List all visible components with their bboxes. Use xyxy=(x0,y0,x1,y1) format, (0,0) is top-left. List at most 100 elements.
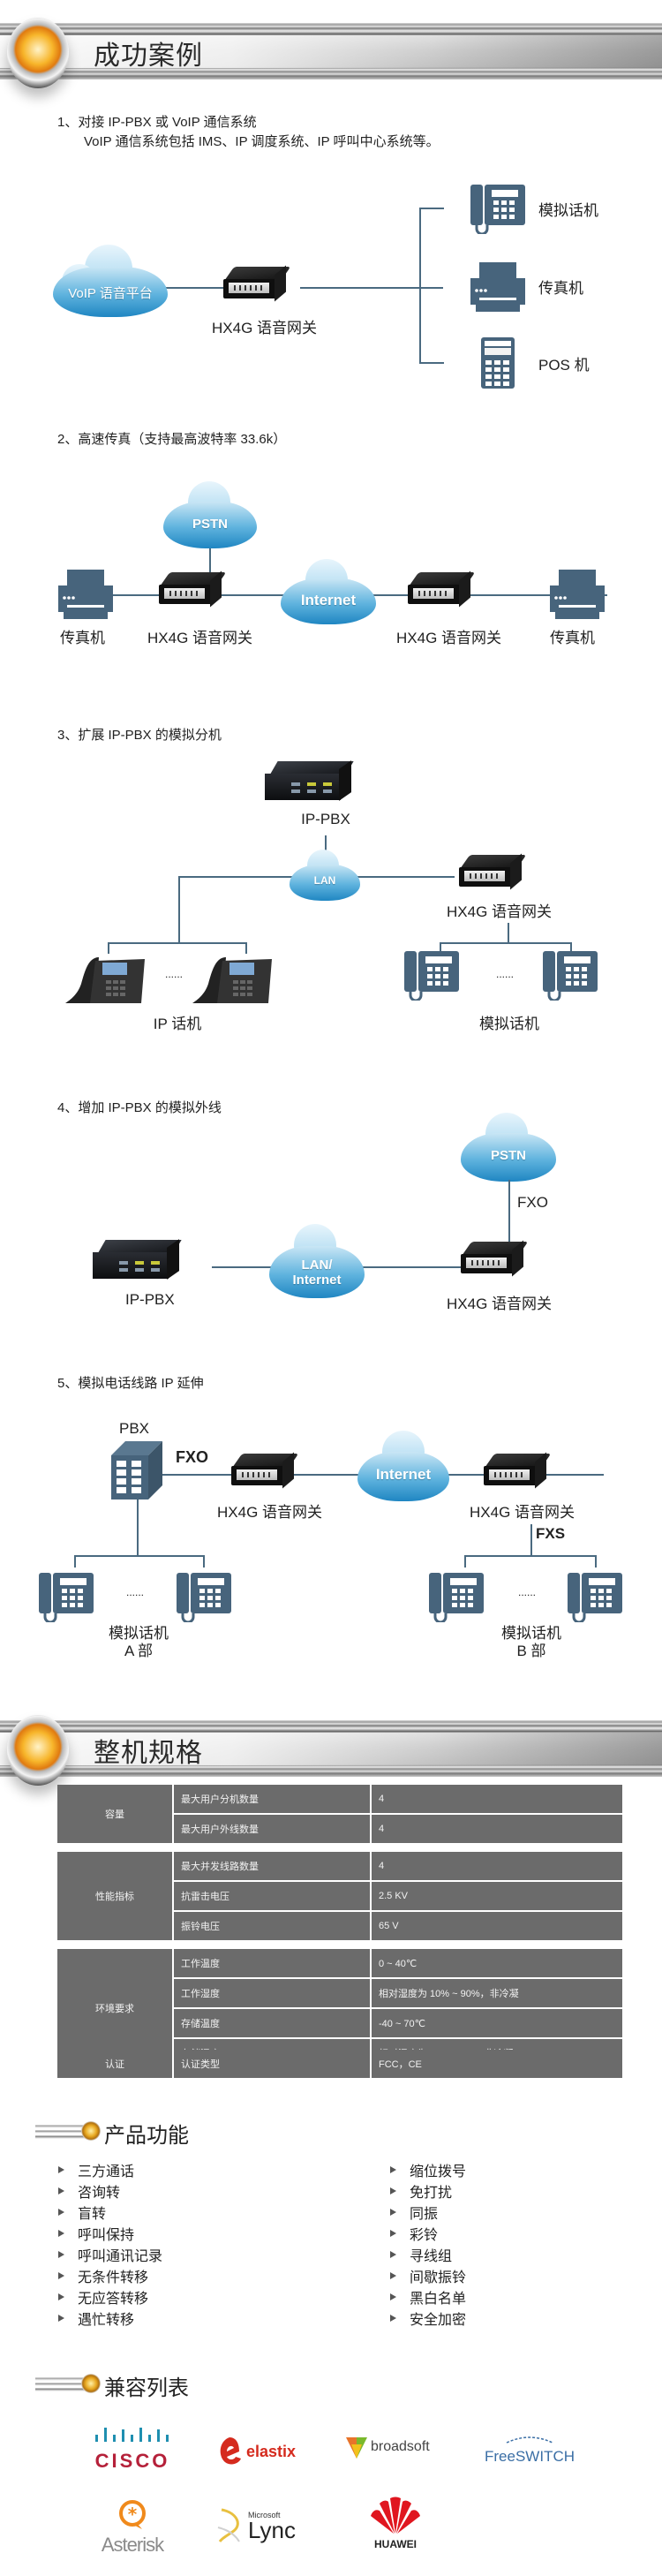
connector-line xyxy=(419,362,444,364)
feature-item: 寻线组 xyxy=(388,2244,466,2265)
feature-item: 安全加密 xyxy=(388,2308,466,2329)
svg-text:*: * xyxy=(128,2504,138,2525)
bullet-arrow-icon xyxy=(390,2166,396,2173)
bullet-arrow-icon xyxy=(390,2293,396,2300)
feature-item: 呼叫通讯记录 xyxy=(56,2244,162,2265)
bullet-arrow-icon xyxy=(58,2272,64,2279)
analog-phone-icon xyxy=(404,951,459,1001)
spec-name: 振铃电压 xyxy=(174,1912,370,1940)
lan-cloud: LAN xyxy=(290,850,360,901)
case-3-heading: 3、扩展 IP-PBX 的模拟分机 xyxy=(57,728,222,743)
spec-category: 认证 xyxy=(57,2050,172,2078)
broadsoft-mark-icon xyxy=(346,2437,367,2459)
connector-line xyxy=(464,1555,597,1557)
analog-phone-icon xyxy=(39,1573,94,1622)
compat-heading: 兼容列表 xyxy=(35,2367,247,2402)
pbx-label: PBX xyxy=(119,1420,150,1437)
connector-line xyxy=(530,1524,532,1556)
banner-knob-icon xyxy=(7,18,69,88)
feature-item: 免打扰 xyxy=(388,2180,466,2202)
case-1-heading: 1、对接 IP-PBX 或 VoIP 通信系统 VoIP 通信系统包括 IMS、… xyxy=(57,113,440,152)
freeswitch-arc-icon xyxy=(506,2436,553,2444)
ip-phone-icon xyxy=(65,957,145,1003)
spec-name: 抗雷击电压 xyxy=(174,1882,370,1910)
huawei-petals-icon xyxy=(371,2497,420,2534)
banner-title: 整机规格 xyxy=(94,1738,203,1769)
connector-line xyxy=(419,208,444,209)
connector-line xyxy=(440,942,441,954)
connector-line xyxy=(178,876,293,878)
bullet-arrow-icon xyxy=(390,2187,396,2195)
bullet-arrow-icon xyxy=(58,2187,64,2195)
spec-name: 存储温度 xyxy=(174,2009,370,2037)
fax-label: 传真机 xyxy=(550,630,595,646)
ip-pbx-label: IP-PBX xyxy=(301,811,350,827)
spec-value: -40 ~ 70℃ xyxy=(372,2009,622,2037)
endpoint-label: 传真机 xyxy=(538,280,583,297)
voip-platform-cloud: VoIP 语音平台 xyxy=(53,245,168,317)
feature-item: 同振 xyxy=(388,2202,466,2223)
elastix-logo: elastix xyxy=(216,2436,313,2467)
feature-item: 呼叫保持 xyxy=(56,2223,162,2244)
gateway-label: HX4G 语音网关 xyxy=(447,1296,553,1312)
spec-value: 4 xyxy=(372,1815,622,1843)
bullet-arrow-icon xyxy=(58,2315,64,2322)
connector-line xyxy=(74,1555,205,1557)
spec-group-certification: 认证 认证类型 FCC，CE xyxy=(57,2050,622,2078)
endpoint-label: POS 机 xyxy=(538,357,590,374)
cisco-bars-icon xyxy=(95,2428,169,2442)
fax-label: 传真机 xyxy=(60,630,105,646)
connector-line xyxy=(595,1555,597,1568)
feature-item: 无应答转移 xyxy=(56,2286,162,2308)
huawei-logo: HUAWEI xyxy=(360,2495,431,2550)
connector-line xyxy=(508,923,509,942)
bullet-arrow-icon xyxy=(58,2230,64,2237)
feature-item: 盲转 xyxy=(56,2202,162,2223)
gateway-device-icon xyxy=(483,1452,552,1489)
bullet-arrow-icon xyxy=(390,2315,396,2322)
analog-phone-icon xyxy=(470,185,525,234)
analog-phone-icon xyxy=(568,1573,622,1622)
fax-machine-icon xyxy=(58,570,113,619)
broadsoft-logo: broadsoft xyxy=(346,2436,452,2459)
bullet-arrow-icon xyxy=(390,2272,396,2279)
connector-line xyxy=(325,835,327,851)
ellipsis: ...... xyxy=(165,968,184,980)
gateway-device-icon xyxy=(458,853,527,890)
connector-line xyxy=(508,1180,510,1243)
feature-item: 黑白名单 xyxy=(388,2286,466,2308)
spec-name: 工作湿度 xyxy=(174,1979,370,2007)
feature-item: 间歇振铃 xyxy=(388,2265,466,2286)
pbx-cabinet-icon xyxy=(111,1441,162,1500)
gateway-device-icon xyxy=(222,265,291,302)
elastix-e-icon xyxy=(220,2437,241,2465)
cisco-logo: CISCO xyxy=(88,2424,177,2471)
ip-phones-label: IP 话机 xyxy=(153,1016,202,1032)
connector-line xyxy=(115,287,229,289)
ellipsis: ...... xyxy=(518,1586,537,1598)
connector-line xyxy=(440,942,572,944)
banner-title: 成功案例 xyxy=(94,41,203,72)
bullet-arrow-icon xyxy=(58,2166,64,2173)
spec-value: 4 xyxy=(372,1852,622,1880)
gateway-label: HX4G 语音网关 xyxy=(212,320,318,336)
gateway-label: HX4G 语音网关 xyxy=(396,630,502,646)
spec-value: 相对湿度为 10% ~ 90%，非冷凝 xyxy=(372,1979,622,2007)
feature-item: 遇忙转移 xyxy=(56,2308,162,2329)
bullet-arrow-icon xyxy=(390,2251,396,2258)
asterisk-bubble-icon: * xyxy=(119,2500,146,2529)
bullet-arrow-icon xyxy=(58,2293,64,2300)
lync-shape-icon xyxy=(217,2508,240,2542)
ip-phone-icon xyxy=(192,957,272,1003)
pstn-cloud: PSTN xyxy=(461,1113,556,1182)
feature-item: 无条件转移 xyxy=(56,2265,162,2286)
lan-internet-cloud: LAN/Internet xyxy=(269,1224,365,1298)
case-2-heading: 2、高速传真（支持最高波特率 33.6k） xyxy=(57,432,287,447)
connector-line xyxy=(108,942,109,954)
connector-line xyxy=(178,876,180,942)
internet-cloud: Internet xyxy=(357,1431,449,1501)
bullet-arrow-icon xyxy=(390,2209,396,2216)
ellipsis: ...... xyxy=(496,968,515,980)
fxs-label: FXS xyxy=(536,1525,566,1542)
